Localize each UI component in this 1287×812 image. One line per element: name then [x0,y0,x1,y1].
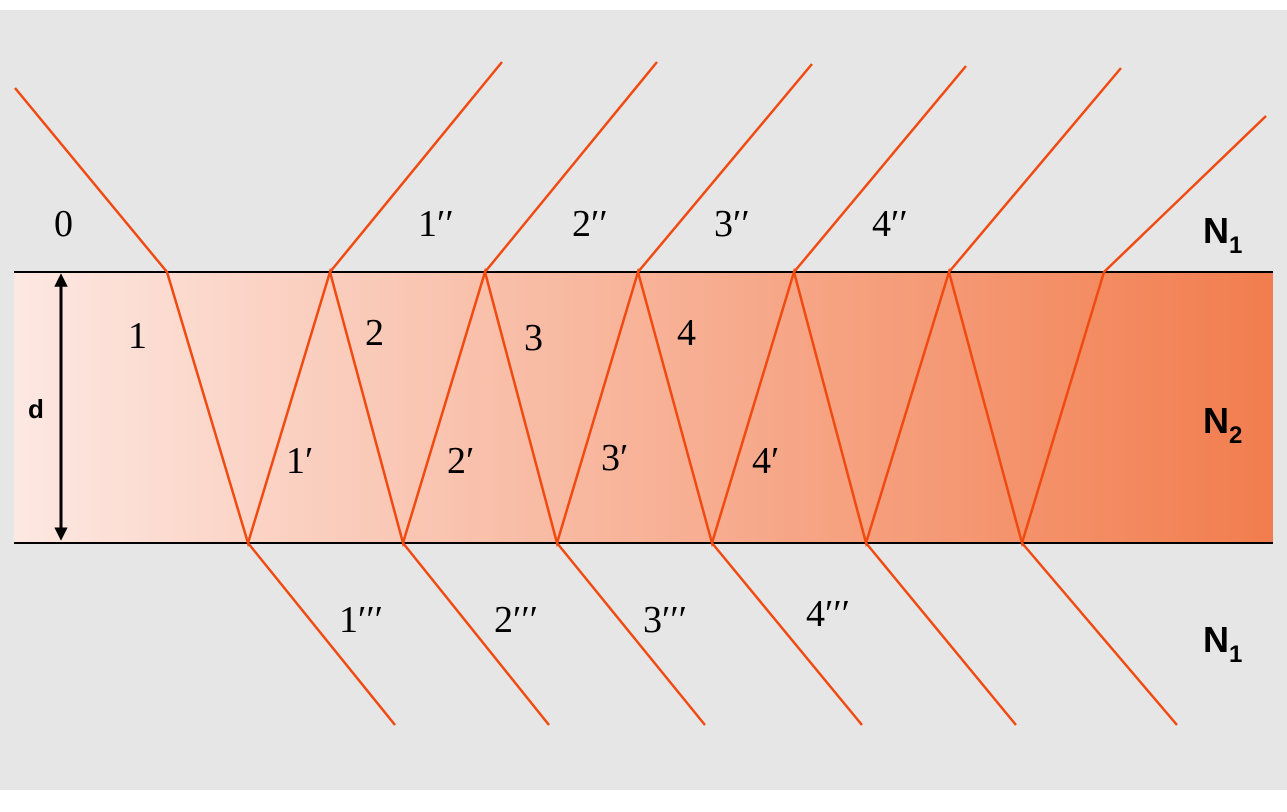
label-transmitted-3: 3′′′ [643,599,687,641]
label-transmitted-2: 2′′′ [494,599,538,641]
reflected-ray-3 [637,63,813,273]
reflected-ray-5 [948,67,1122,273]
rays [14,61,1267,726]
film-layer [14,272,1273,543]
label-reflected-2: 2′′ [572,203,608,245]
medium-label-top: N1 [1203,210,1242,259]
label-film-down-3: 3 [524,317,543,359]
label-reflected-3: 3′′ [714,203,750,245]
reflected-ray-2 [484,61,658,273]
label-reflected-4: 4′′ [872,203,908,245]
transmitted-ray-5 [865,542,1017,726]
label-incident-ray: 0 [54,203,73,245]
medium-labels: N1 N2 N1 [1203,210,1242,668]
label-film-down-4: 4 [677,312,696,354]
label-film-up-2: 2′ [447,440,474,482]
ray-labels: 0 1 2 3 4 1′ 2′ 3′ 4′ 1′′ 2′′ 3′′ 4′′ 1′… [54,203,908,641]
transmitted-ray-2 [402,542,550,726]
transmitted-ray-4 [711,542,863,726]
reflected-ray-4 [793,65,967,273]
transmitted-ray-1 [247,542,396,726]
label-transmitted-1: 1′′′ [339,599,383,641]
label-transmitted-4: 4′′′ [806,593,850,635]
medium-label-film: N2 [1203,400,1242,449]
label-film-up-1: 1′ [286,440,313,482]
label-film-up-4: 4′ [752,440,779,482]
label-film-down-1: 1 [128,315,147,357]
label-film-up-3: 3′ [601,437,628,479]
reflected-ray-1 [329,61,503,273]
transmitted-ray-3 [556,542,706,726]
thickness-label: d [28,394,44,424]
medium-label-bottom: N1 [1203,619,1242,668]
label-reflected-1: 1′′ [418,203,454,245]
label-film-down-2: 2 [365,312,384,354]
transmitted-ray-6 [1021,542,1178,726]
